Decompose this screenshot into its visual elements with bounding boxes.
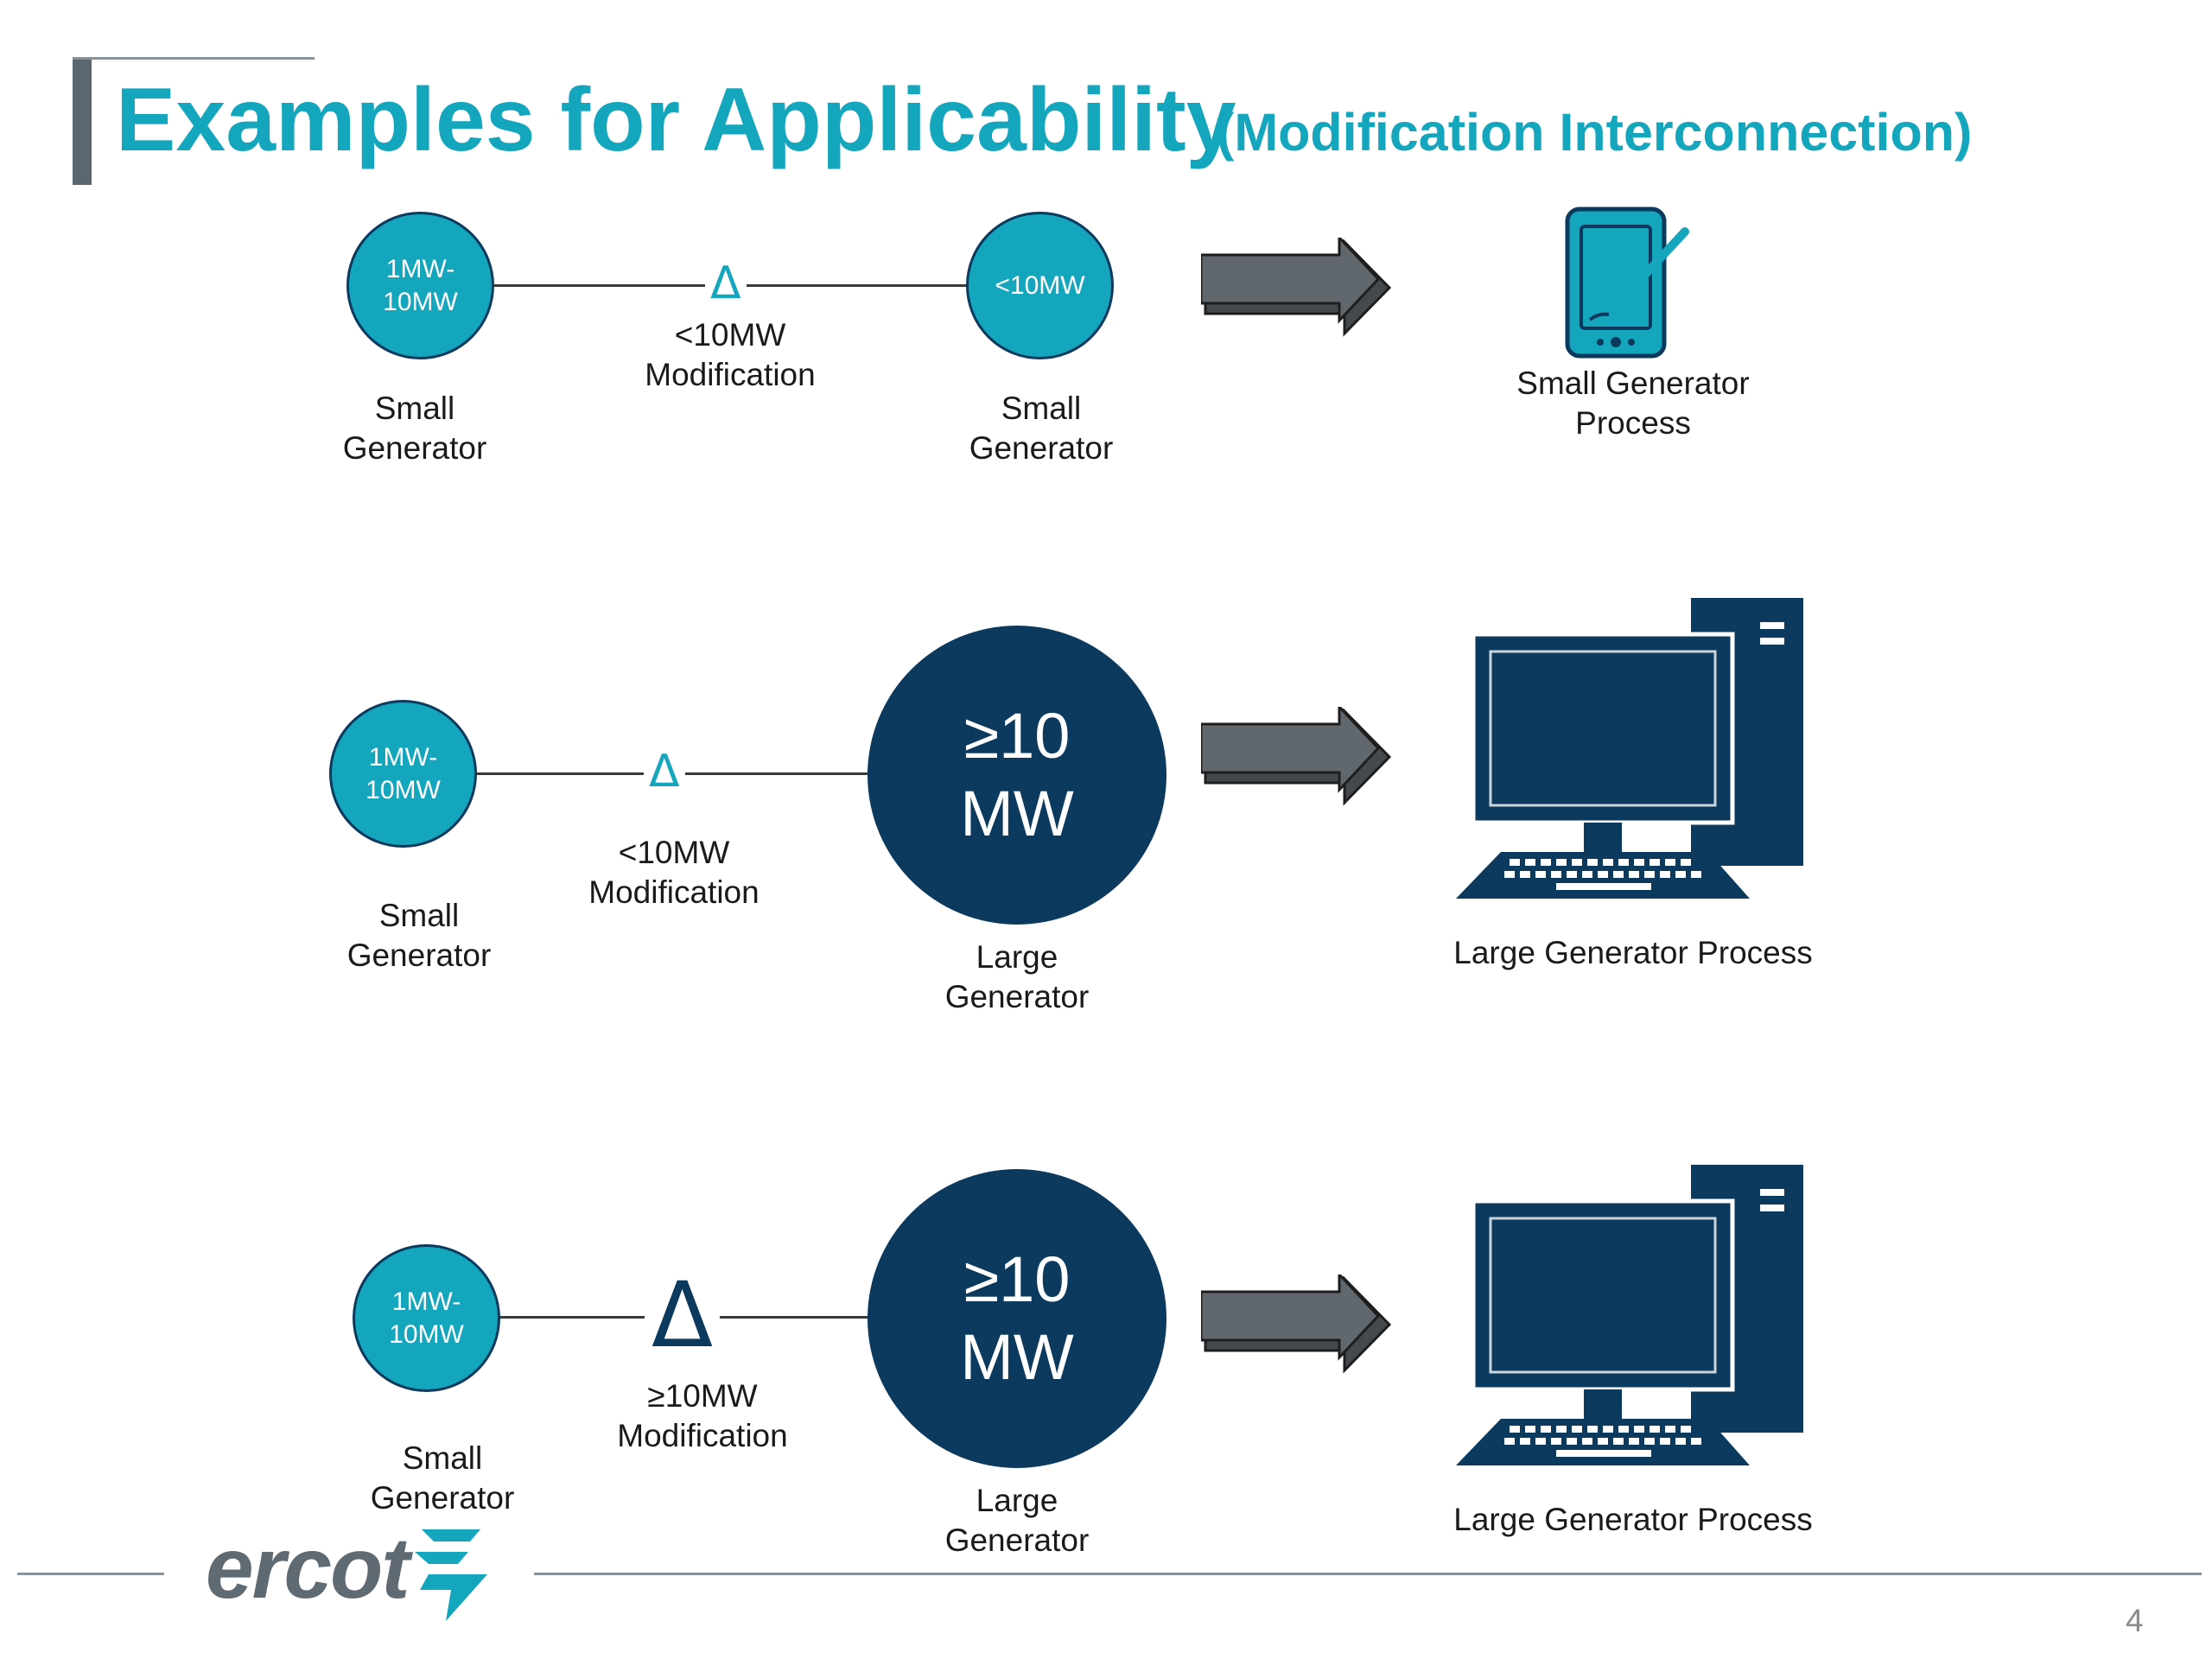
target-generator-value-line1: ≥10	[963, 700, 1071, 772]
ercot-logo-text: ercot	[206, 1520, 410, 1617]
source-generator-label: Small Generator	[342, 391, 487, 466]
footer-rule-left	[17, 1573, 164, 1575]
source-generator-label: Small Generator	[370, 1440, 515, 1516]
page-subtitle: (Modification Interconnection)	[1217, 103, 1973, 162]
arrow-right-icon	[1201, 707, 1392, 806]
target-generator-value: <10MW	[995, 270, 1085, 300]
source-generator-value: 1MW- 10MW	[389, 1287, 464, 1349]
modification-value: ≥10MW	[647, 1378, 758, 1414]
target-generator-value-line2: MW	[960, 1321, 1074, 1393]
arrow-right-icon	[1201, 1274, 1392, 1374]
page-number: 4	[2126, 1603, 2144, 1638]
source-generator-label: Small Generator	[346, 898, 492, 973]
modification-delta-icon: Δ	[645, 1270, 721, 1360]
target-generator-label: Large Generator	[944, 939, 1090, 1014]
modification-label: Modification	[588, 874, 760, 910]
source-generator-value: 1MW- 10MW	[383, 254, 458, 316]
tablet-pen-icon	[1565, 207, 1689, 359]
footer-rule-right	[534, 1573, 2202, 1575]
ercot-bolt-icon	[415, 1529, 487, 1621]
outcome-process-label: Small Generator Process	[1516, 365, 1750, 441]
title-accent-bar	[73, 57, 92, 185]
desktop-computer-icon	[1456, 598, 1803, 899]
source-generator-value: 1MW- 10MW	[365, 742, 441, 804]
modification-label: Modification	[645, 357, 816, 392]
target-generator-circle: <10MW	[966, 212, 1114, 359]
modification-value: <10MW	[674, 317, 786, 353]
target-generator-value-line2: MW	[960, 778, 1074, 849]
modification-value: <10MW	[618, 835, 730, 870]
modification-delta-icon: Δ	[705, 261, 747, 306]
target-generator-value-line1: ≥10	[963, 1243, 1071, 1315]
source-generator-circle: 1MW- 10MW	[329, 700, 477, 848]
title-top-rule	[73, 57, 315, 60]
source-generator-circle: 1MW- 10MW	[346, 212, 494, 359]
ercot-logo: ercot	[206, 1521, 499, 1624]
page-title: Examples for Applicability	[116, 70, 1236, 170]
desktop-computer-icon	[1456, 1165, 1803, 1465]
outcome-process-label: Large Generator Process	[1453, 1502, 1813, 1537]
modification-delta-icon: Δ	[644, 749, 685, 794]
arrow-right-icon	[1201, 238, 1392, 337]
source-generator-circle: 1MW- 10MW	[353, 1244, 500, 1392]
modification-label: Modification	[617, 1418, 788, 1453]
outcome-process-label: Large Generator Process	[1453, 935, 1813, 970]
target-generator-label: Small Generator	[969, 391, 1114, 466]
target-generator-label: Large Generator	[944, 1483, 1090, 1558]
